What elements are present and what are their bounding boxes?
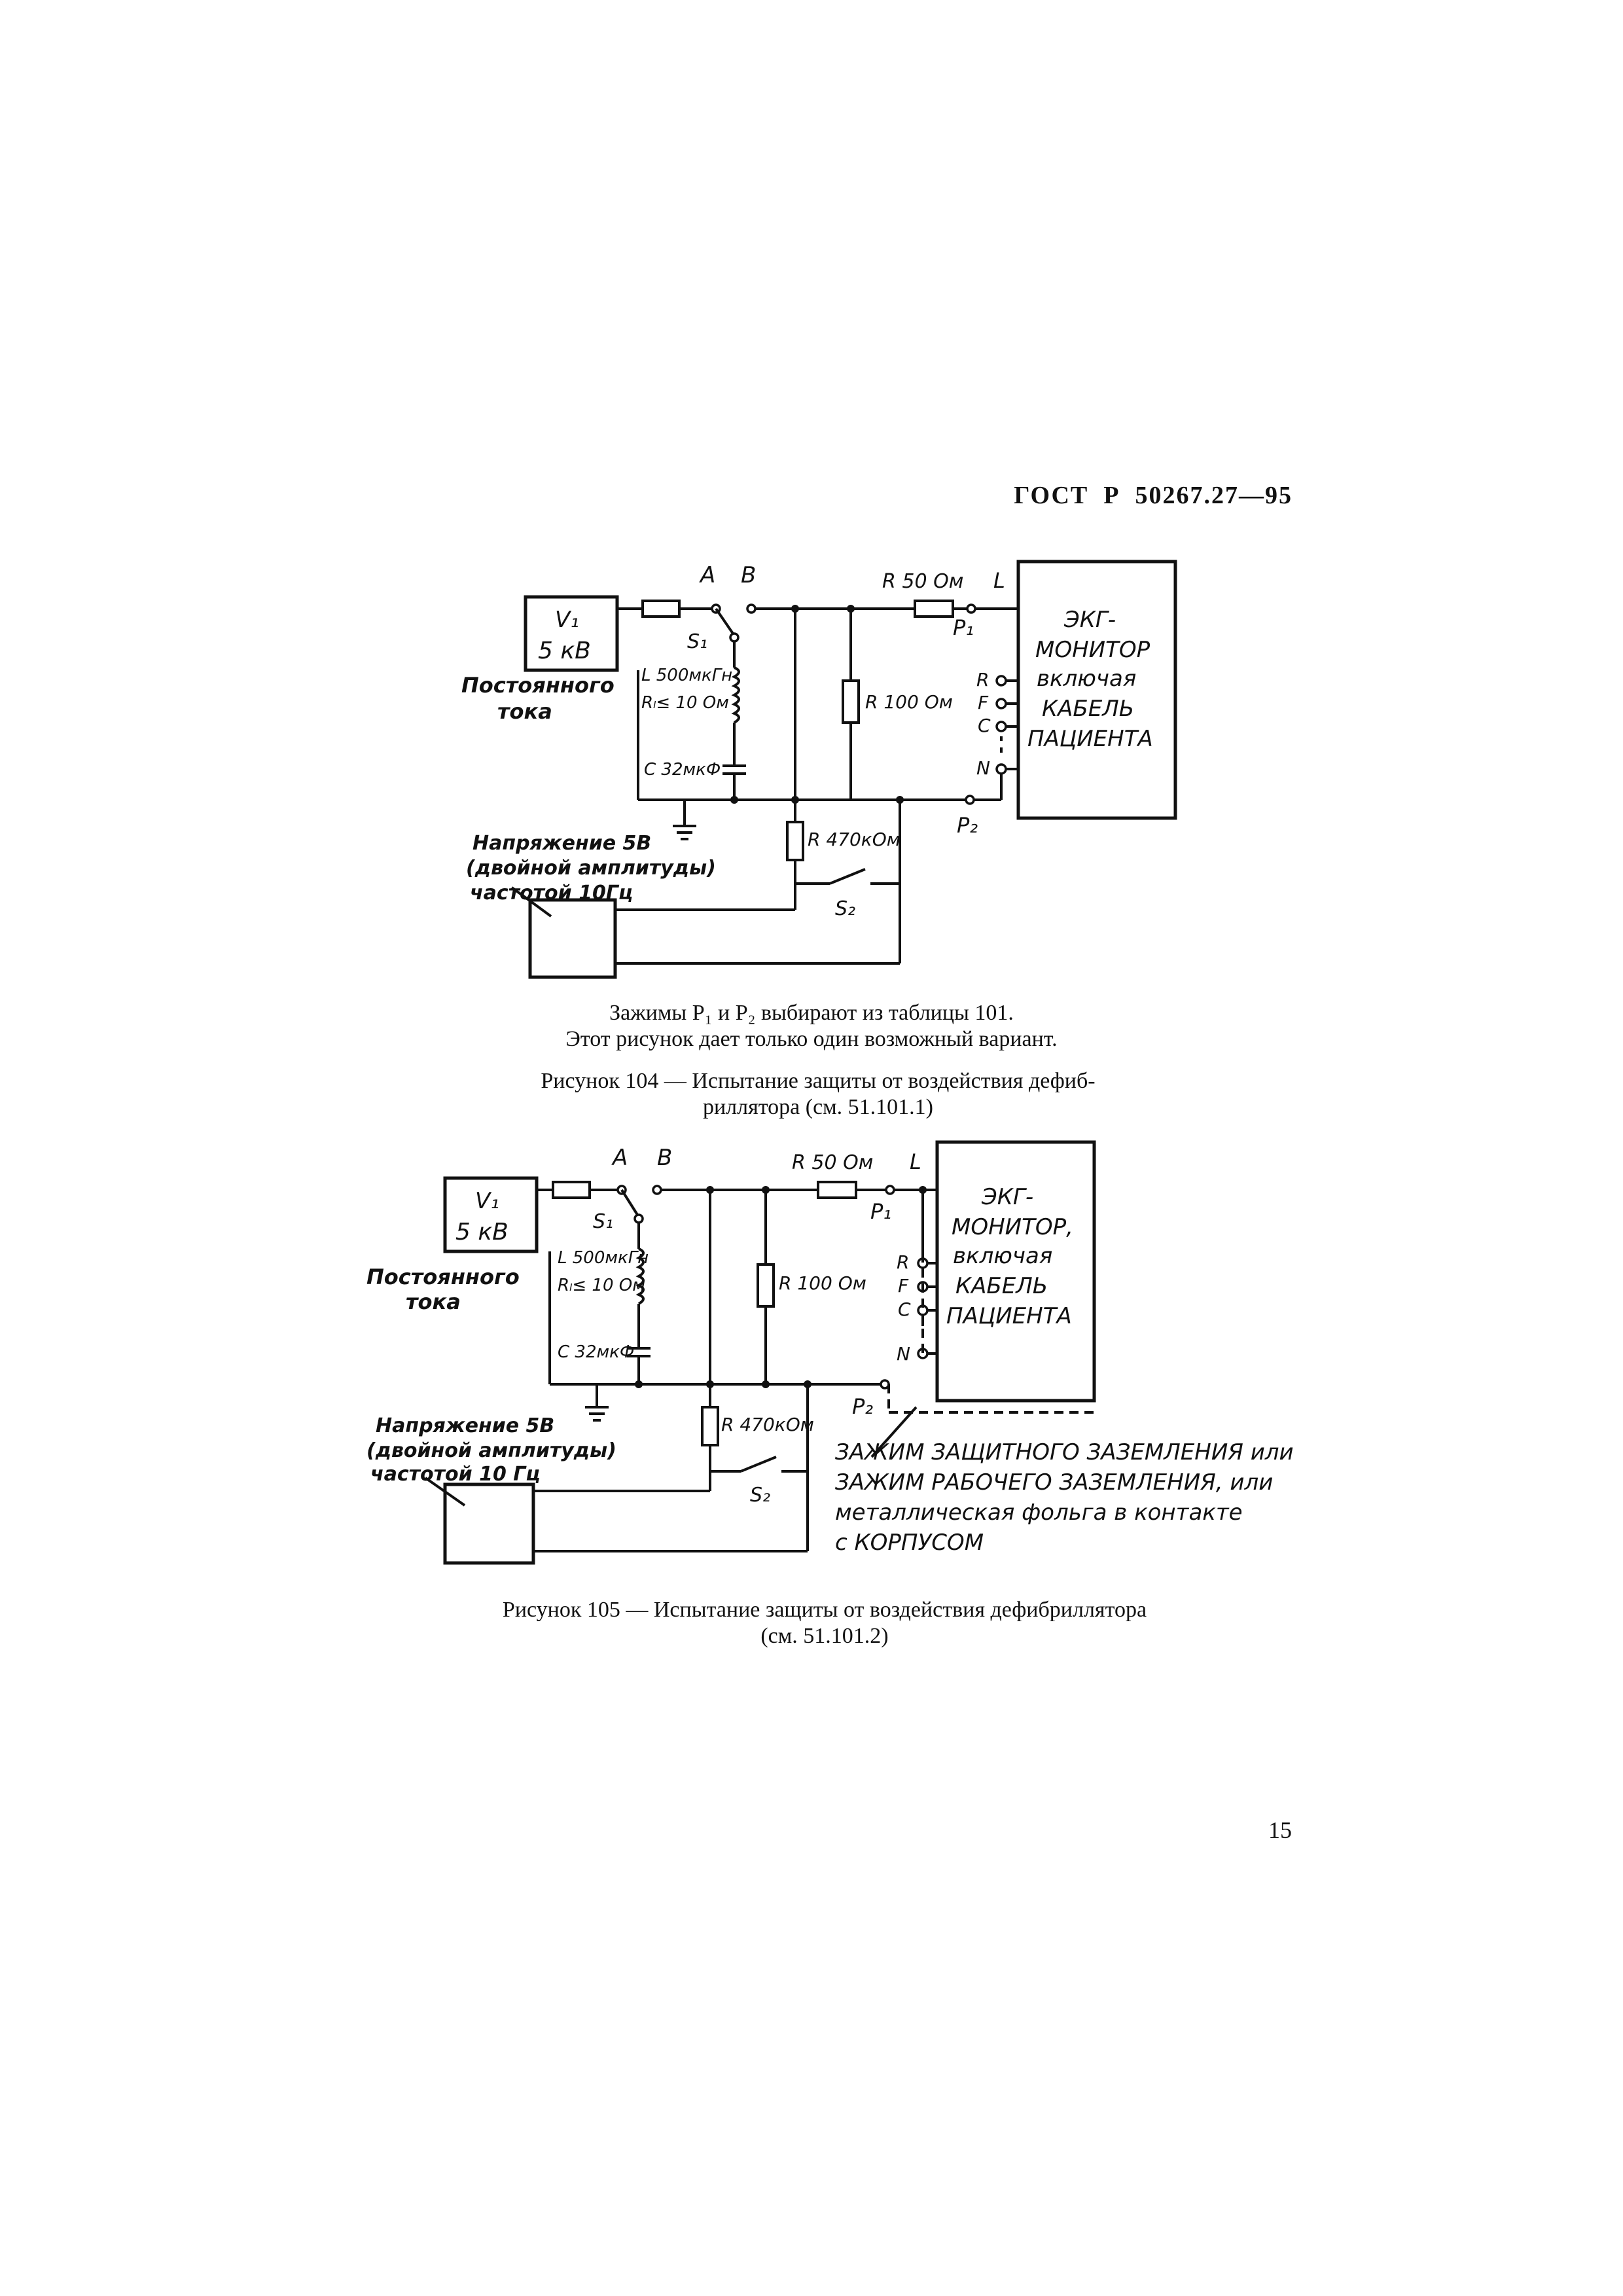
dc-label-1: Постоянного	[366, 1265, 520, 1289]
dc-label-1: Постоянного	[461, 673, 615, 698]
ecg-label-3: включая	[1037, 666, 1136, 692]
s1-label: S₁	[687, 630, 707, 653]
ecg-label-2: МОНИТОР	[1035, 637, 1150, 663]
rl-label: Rₗ≤ 10 Ом	[641, 693, 729, 713]
b-label: B	[657, 1145, 672, 1171]
ecg-label-5: ПАЦИЕНТА	[1027, 726, 1153, 752]
ecg-monitor-box	[935, 1140, 1096, 1403]
r470-label: R 470кОм	[721, 1414, 814, 1435]
switch-s2-blade	[829, 868, 866, 885]
signal-generator-box	[443, 1482, 535, 1565]
clamp-label-2: ЗАЖИМ РАБОЧЕГО ЗАЗЕМЛЕНИЯ, или	[835, 1469, 1273, 1496]
c-term-label: C	[978, 715, 991, 736]
standard-header: ГОСТ Р 50267.27—95	[1014, 482, 1293, 509]
figure-105-caption: Рисунок 105 — Испытание защиты от воздей…	[419, 1597, 1230, 1649]
ecg-label-1: ЭКГ-	[1063, 607, 1116, 633]
ecg-label-2: МОНИТОР,	[952, 1214, 1073, 1240]
l-term-label: L	[993, 568, 1005, 593]
n-term-label: N	[976, 757, 990, 779]
gen-label-1: Напряжение 5В	[473, 832, 651, 855]
p2-label: P₂	[852, 1394, 873, 1419]
switch-s1-blade	[620, 1189, 639, 1216]
a-label: A	[699, 562, 715, 588]
note-line-2: Этот рисунок дает только один возможный …	[565, 1027, 1058, 1051]
kv-label: 5 кВ	[455, 1219, 508, 1246]
caption-104-line-2: риллятора (см. 51.101.1)	[702, 1095, 934, 1119]
r100-label: R 100 Ом	[779, 1272, 866, 1294]
v1-source-box	[443, 1176, 539, 1253]
figure-104-caption: Рисунок 104 — Испытание защиты от воздей…	[458, 1068, 1178, 1121]
a-label: A	[611, 1145, 628, 1171]
ecg-label-1: ЭКГ-	[981, 1184, 1033, 1210]
r470-label: R 470кОм	[808, 829, 901, 850]
gen-label-3: частотой 10 Гц	[370, 1463, 541, 1486]
signal-generator-box	[528, 898, 617, 979]
f-term-label: F	[898, 1275, 909, 1297]
dc-label-2: тока	[406, 1289, 461, 1314]
page-number: 15	[1268, 1817, 1292, 1843]
inductor-label: L 500мкГн	[641, 666, 732, 685]
ecg-label-5: ПАЦИЕНТА	[946, 1303, 1072, 1329]
v1-label: V₁	[475, 1188, 499, 1214]
c-term-label: C	[898, 1299, 911, 1320]
series-resistor	[552, 1181, 591, 1199]
p1-label: P₁	[870, 1199, 891, 1224]
b-label: B	[741, 562, 756, 588]
f-term-label: F	[978, 692, 989, 713]
inductor-coil	[731, 666, 740, 724]
s2-label: S₂	[835, 897, 855, 920]
caption-105-line-2: (см. 51.101.2)	[760, 1624, 889, 1648]
figure-104-circuit: V₁ 5 кВ Постоянного тока A B S₁ L 500мкГ…	[461, 560, 1177, 979]
kv-label: 5 кВ	[538, 637, 591, 664]
ecg-label-4: КАБЕЛЬ	[1042, 696, 1134, 722]
n-term-label: N	[897, 1343, 910, 1365]
caption-104-line-1: Рисунок 104 — Испытание защиты от воздей…	[541, 1069, 1096, 1093]
inductor-coil	[635, 1247, 645, 1305]
r50-resistor	[817, 1181, 857, 1199]
p2-label: P₂	[957, 813, 978, 838]
switch-s2-blade	[740, 1456, 777, 1473]
clamp-label-3: металлическая фольга в контакте	[835, 1499, 1243, 1526]
ecg-label-4: КАБЕЛЬ	[955, 1273, 1048, 1299]
figure-105-circuit: V₁ 5 кВ Постоянного тока A B S₁ L 500мкГ…	[366, 1140, 1294, 1565]
gen-label-2: (двойной амплитуды)	[466, 857, 716, 880]
r470-resistor	[701, 1406, 719, 1446]
r470-resistor	[786, 821, 804, 861]
clamp-label-4: с КОРПУСОМ	[835, 1530, 984, 1556]
capacitor-label: C 32мкФ	[644, 760, 721, 780]
s1-label: S₁	[593, 1210, 613, 1233]
note-line-1: Зажимы P₁ и P₂ выбирают из таблицы 101.	[609, 1001, 1014, 1025]
gen-label-1: Напряжение 5В	[376, 1414, 554, 1437]
caption-105-line-1: Рисунок 105 — Испытание защиты от воздей…	[502, 1598, 1147, 1622]
series-resistor	[641, 600, 681, 618]
rl-label: Rₗ≤ 10 Ом	[558, 1276, 645, 1295]
capacitor-label: C 32мкФ	[558, 1342, 634, 1362]
r-term-label: R	[976, 669, 989, 691]
gen-label-3: частотой 10Гц	[470, 882, 633, 905]
v1-source-box	[524, 595, 619, 672]
dc-label-2: тока	[497, 699, 552, 724]
switch-s1-blade	[715, 607, 734, 635]
r50-label: R 50 Ом	[882, 570, 963, 593]
ecg-label-3: включая	[953, 1243, 1052, 1269]
r100-label: R 100 Ом	[865, 691, 953, 713]
l-term-label: L	[910, 1149, 921, 1174]
ecg-monitor-box	[1016, 560, 1177, 820]
r50-label: R 50 Ом	[792, 1151, 873, 1174]
inductor-label: L 500мкГн	[558, 1248, 649, 1268]
figure-104-note: Зажимы P₁ и P₂ выбирают из таблицы 101. …	[484, 1000, 1139, 1052]
r100-resistor	[757, 1263, 775, 1308]
s2-label: S₂	[750, 1484, 770, 1507]
clamp-label-1: ЗАЖИМ ЗАЩИТНОГО ЗАЗЕМЛЕНИЯ или	[835, 1439, 1294, 1465]
v1-label: V₁	[555, 607, 579, 633]
p1-label: P₁	[953, 615, 974, 640]
r-term-label: R	[897, 1251, 909, 1273]
gen-label-2: (двойной амплитуды)	[366, 1439, 616, 1462]
